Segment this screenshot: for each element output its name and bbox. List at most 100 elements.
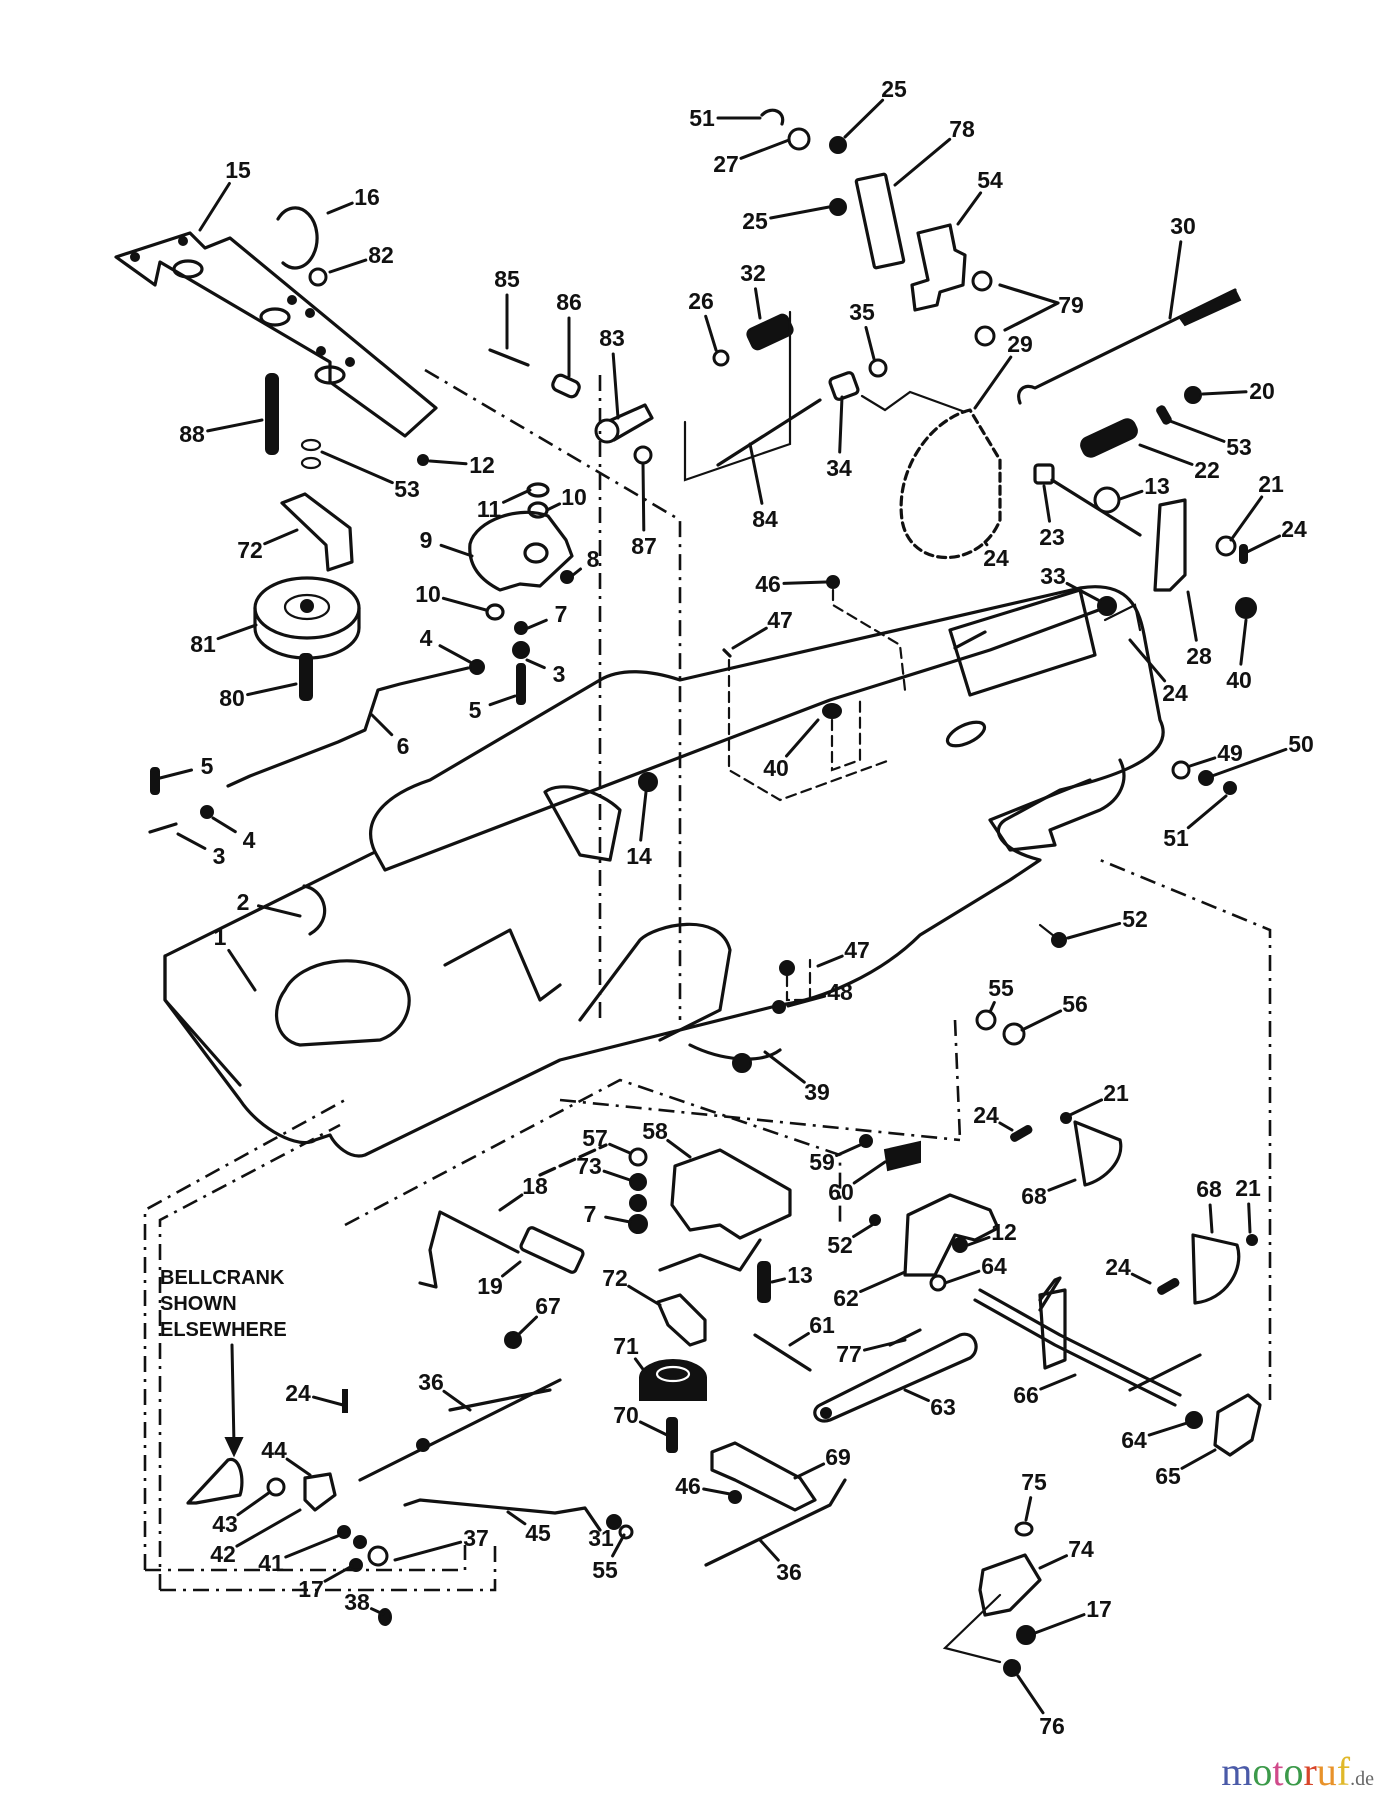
- callout-label-24: 24: [285, 1380, 311, 1406]
- bellcrank-note: BELLCRANK SHOWN ELSEWHERE: [160, 1267, 287, 1458]
- leader-line-5: [488, 694, 517, 707]
- leader-line-44: [285, 1457, 312, 1477]
- leader-line-78: [893, 137, 952, 187]
- leader-line-72: [263, 528, 299, 546]
- callout-label-54: 54: [977, 167, 1003, 193]
- leader-line-72: [627, 1284, 662, 1307]
- callout-label-24: 24: [983, 545, 1009, 571]
- callout-label-76: 76: [1039, 1713, 1065, 1739]
- callout-label-16: 16: [354, 184, 380, 210]
- leader-line-24: [1128, 638, 1167, 683]
- leader-line-54: [956, 191, 983, 226]
- leader-line-14: [639, 790, 648, 842]
- callout-label-79: 79: [1058, 292, 1084, 318]
- leader-line-12: [428, 459, 468, 466]
- callout-label-9: 9: [420, 527, 433, 553]
- part-spacer-86: [551, 373, 581, 399]
- callout-label-66: 66: [1013, 1382, 1039, 1408]
- leader-line-37: [393, 1540, 463, 1562]
- leader-line-1: [227, 948, 257, 992]
- leader-line-74: [1038, 1554, 1068, 1570]
- leader-line-8: [571, 567, 582, 577]
- watermark-letter: m: [1221, 1749, 1253, 1794]
- part-pulley-81: [253, 576, 361, 660]
- leader-line-71: [633, 1357, 647, 1374]
- leader-line-26: [704, 314, 718, 352]
- callout-label-3: 3: [553, 661, 566, 687]
- leader-line-5: [158, 768, 193, 780]
- part-cable-36b: [704, 1478, 847, 1567]
- callout-label-73: 73: [576, 1153, 602, 1179]
- part-idler-bracket-9: [468, 510, 574, 592]
- callout-label-24: 24: [1105, 1254, 1131, 1280]
- callout-label-84: 84: [752, 506, 778, 532]
- note-line-2: SHOWN: [160, 1293, 237, 1315]
- part-pivot-44: [303, 1472, 337, 1512]
- leader-line-75: [1024, 1496, 1033, 1522]
- note-arrow-head: [224, 1437, 244, 1458]
- callout-label-67: 67: [535, 1293, 561, 1319]
- leader-line-57: [608, 1142, 632, 1155]
- leader-line-25: [769, 205, 831, 220]
- leader-line-34: [838, 395, 844, 454]
- part-bracket-54: [910, 223, 967, 312]
- leader-line-45: [506, 1510, 527, 1526]
- callout-label-88: 88: [179, 421, 205, 447]
- callout-label-33: 33: [1040, 563, 1066, 589]
- leader-line-18: [498, 1193, 524, 1212]
- watermark-letter: u: [1316, 1749, 1337, 1794]
- callout-label-10: 10: [561, 484, 587, 510]
- leader-line-41: [284, 1533, 342, 1559]
- part-sector-68b: [1191, 1233, 1241, 1305]
- callout-label-70: 70: [613, 1402, 639, 1428]
- callout-label-31: 31: [588, 1525, 614, 1551]
- part-bolt-85: [488, 348, 530, 367]
- note-line-3: ELSEWHERE: [160, 1319, 287, 1341]
- callout-label-43: 43: [212, 1511, 238, 1537]
- leader-line-59: [835, 1143, 862, 1157]
- callout-label-2: 2: [237, 889, 250, 915]
- leader-line-40: [785, 718, 820, 758]
- leader-line-17: [1033, 1613, 1086, 1635]
- leader-line-43: [236, 1490, 272, 1517]
- part-spring-32: [746, 313, 794, 351]
- leader-line-22: [1138, 443, 1194, 466]
- leader-line-30: [1168, 240, 1183, 320]
- callout-label-87: 87: [631, 533, 657, 559]
- leader-line-69: [793, 1462, 826, 1480]
- leader-line-9: [439, 543, 474, 558]
- leader-line-2: [257, 904, 302, 918]
- leader-line-3: [525, 658, 546, 670]
- leader-line-21: [1247, 1202, 1252, 1234]
- leader-line-64: [1147, 1421, 1189, 1437]
- part-nut-12b: [952, 1237, 968, 1253]
- leader-line-29: [973, 355, 1013, 410]
- callout-label-50: 50: [1288, 731, 1314, 757]
- callout-label-55: 55: [592, 1557, 618, 1583]
- leader-line-35: [864, 326, 876, 361]
- watermark-letter: r: [1303, 1749, 1317, 1794]
- callout-label-60: 60: [828, 1179, 854, 1205]
- part-bellcrank: [186, 1457, 244, 1505]
- callout-label-19: 19: [477, 1273, 503, 1299]
- callout-label-58: 58: [642, 1118, 668, 1144]
- part-nut-14: [638, 772, 658, 792]
- callout-label-30: 30: [1170, 213, 1196, 239]
- watermark-logo: motoruf.de: [1221, 1752, 1374, 1792]
- leader-line-12: [966, 1235, 991, 1247]
- leader-line-28: [1186, 590, 1198, 642]
- callout-label-15: 15: [225, 157, 251, 183]
- leader-line-66: [1039, 1373, 1077, 1391]
- part-rod-84: [716, 398, 822, 467]
- leader-line-24: [998, 1121, 1014, 1132]
- leader-line-87: [641, 461, 646, 532]
- callout-label-21: 21: [1235, 1175, 1261, 1201]
- part-hairpin-51: [760, 108, 785, 126]
- callout-label-18: 18: [522, 1173, 548, 1199]
- callout-label-20: 20: [1249, 378, 1275, 404]
- leader-line-47: [731, 626, 768, 650]
- leader-line-42: [235, 1508, 302, 1548]
- part-nut-40: [1235, 597, 1257, 619]
- leader-line-33: [1065, 582, 1100, 602]
